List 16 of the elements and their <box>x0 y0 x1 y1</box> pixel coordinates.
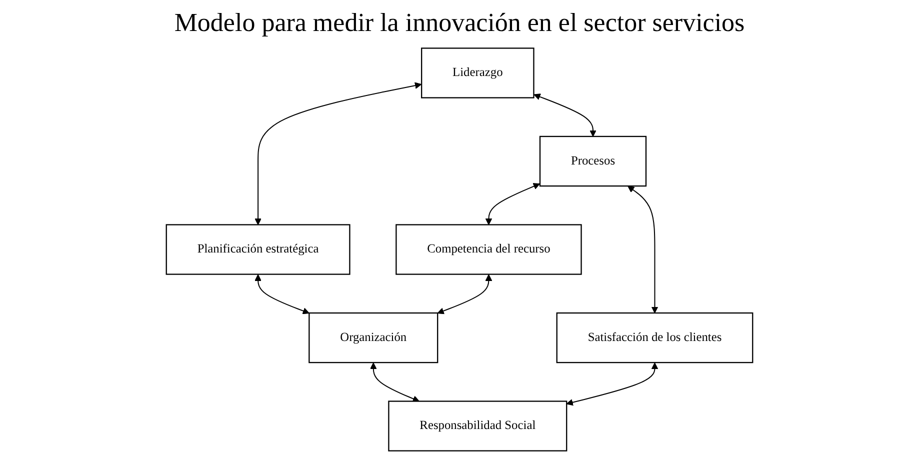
arrow <box>534 94 596 137</box>
node-box: Competencia del recurso <box>396 224 582 275</box>
arrow <box>628 186 658 314</box>
diagram-title: Modelo para medir la innovación en el sector servicios <box>173 8 746 38</box>
arrow <box>370 362 420 402</box>
arrow <box>485 183 540 226</box>
arrow <box>254 82 422 226</box>
arrow <box>254 274 310 314</box>
arrow <box>566 362 658 406</box>
node-box: Responsabilidad Social <box>388 400 568 452</box>
node-box: Organización <box>308 312 438 364</box>
node-box: Planificación estratégica <box>166 224 350 275</box>
arrow <box>437 274 492 314</box>
node-box: Satisfacción de los clientes <box>556 312 754 364</box>
node-box: Liderazgo <box>421 48 534 98</box>
node-box: Procesos <box>539 136 647 187</box>
